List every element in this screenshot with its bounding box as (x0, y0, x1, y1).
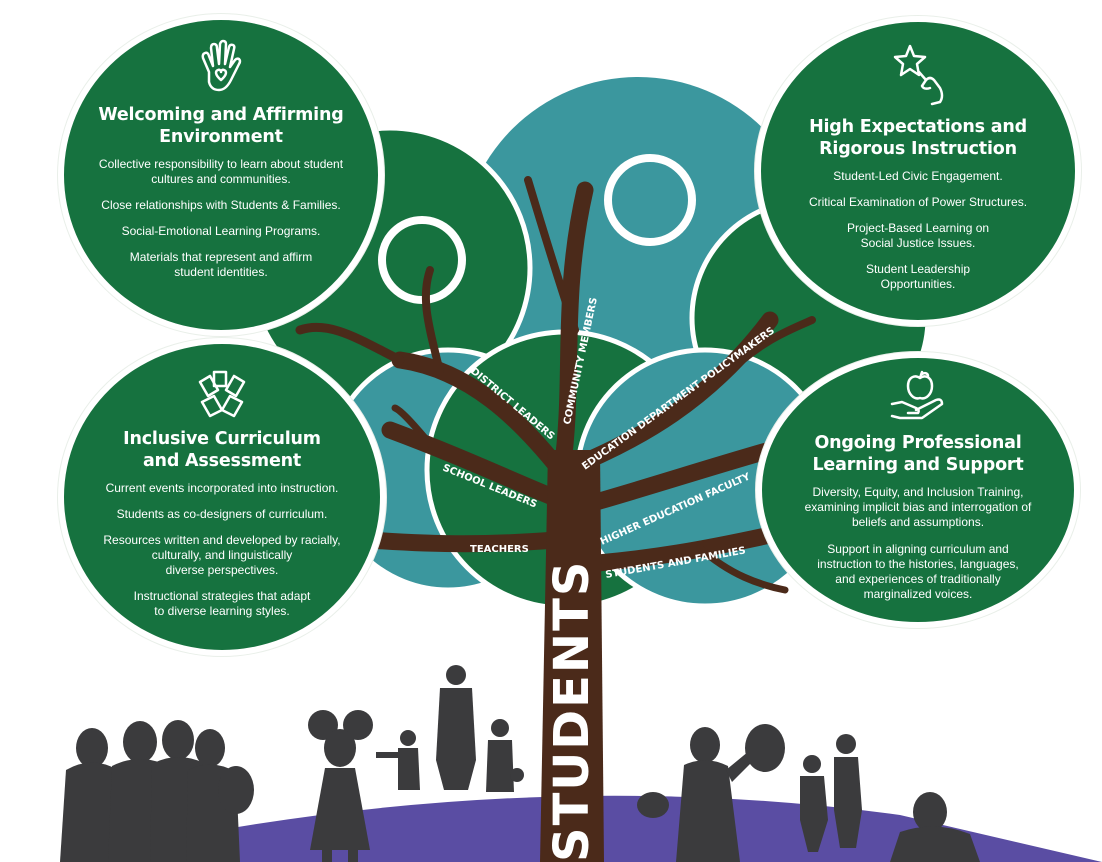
branch-policymakers-twig (716, 316, 816, 384)
branch-community-members (553, 181, 594, 479)
welcoming-environment-list: Collective responsibility to learn about… (86, 157, 356, 280)
welcoming-item: Social-Emotional Learning Programs. (121, 224, 321, 238)
inclusive-item: Resources written and developed by racia… (103, 533, 341, 577)
inclusive-item: Current events incorporated into instruc… (105, 481, 339, 495)
branch-school-twig (391, 404, 434, 448)
ongoing-item: Diversity, Equity, and Inclusion Trainin… (804, 485, 1032, 529)
ongoing-title-line1: Ongoing Professional (814, 433, 1022, 453)
welcoming-item: Collective responsibility to learn about… (98, 157, 344, 186)
teen-group-silhouette (60, 720, 254, 862)
high-expectations-item: Critical Examination of Power Structures… (808, 195, 1028, 209)
branch-lower-right-twig (696, 544, 789, 594)
inclusive-curriculum-list: Current events incorporated into instruc… (86, 481, 358, 619)
tree-branches (295, 176, 816, 604)
high-expectations-item: Student Leadership Opportunities. (865, 262, 971, 291)
star-hand-icon (893, 44, 944, 106)
branch-upper-left-twig (421, 266, 444, 376)
high-title-line1: High Expectations and (809, 117, 1027, 137)
inclusive-item: Instructional strategies that adapt to d… (133, 589, 311, 618)
canopy-ring-top (604, 154, 696, 246)
high-title-line2: Rigorous Instruction (819, 139, 1017, 159)
family-silhouette (376, 665, 524, 792)
ongoing-learning-list: Diversity, Equity, and Inclusion Trainin… (778, 485, 1058, 602)
welcoming-item: Close relationships with Students & Fami… (101, 198, 341, 212)
inclusive-curriculum-panel: Inclusive Curriculum and Assessment Curr… (58, 338, 386, 656)
apple-hand-icon (890, 370, 944, 420)
welcoming-title-line1: Welcoming and Affirming (98, 105, 344, 125)
branch-community-twig (524, 176, 579, 334)
trunk-label: STUDENTS (544, 560, 600, 862)
welcoming-environment-panel: Welcoming and Affirming Environment Coll… (58, 14, 384, 336)
branch-label-teachers: TEACHERS (470, 544, 529, 555)
high-expectations-panel: High Expectations and Rigorous Instructi… (755, 16, 1081, 326)
ongoing-item: Support in aligning curriculum and instr… (817, 542, 1019, 601)
welcoming-item: Materials that represent and affirm stud… (129, 250, 313, 279)
walking-girls-silhouette (800, 734, 862, 852)
graduate-silhouette (637, 724, 785, 862)
high-expectations-list: Student-Led Civic Engagement. Critical E… (783, 169, 1053, 292)
girl-silhouette (308, 710, 373, 862)
welcoming-environment-title: Welcoming and Affirming Environment (86, 104, 356, 148)
joined-hands-icon (198, 370, 246, 418)
high-expectations-item: Project-Based Learning on Social Justice… (846, 221, 990, 250)
branch-upper-left (295, 322, 405, 365)
inclusive-curriculum-title: Inclusive Curriculum and Assessment (86, 428, 358, 472)
tree-trunk (540, 450, 604, 862)
hand-heart-icon (201, 39, 242, 92)
ongoing-learning-panel: Ongoing Professional Learning and Suppor… (756, 352, 1080, 628)
branch-teachers (361, 531, 565, 553)
inclusive-item: Students as co-designers of curriculum. (116, 507, 328, 521)
high-expectations-title: High Expectations and Rigorous Instructi… (783, 116, 1053, 160)
high-expectations-item: Student-Led Civic Engagement. (833, 169, 1003, 183)
branch-school-leaders (381, 421, 569, 509)
seated-person-silhouette (890, 792, 980, 862)
people-silhouettes (60, 665, 980, 862)
canopy-ring-left (378, 216, 466, 304)
inclusive-title-line1: Inclusive Curriculum (123, 429, 321, 449)
ongoing-title-line2: Learning and Support (812, 455, 1024, 475)
branch-district-leaders (391, 351, 569, 479)
welcoming-title-line2: Environment (159, 127, 283, 147)
ongoing-learning-title: Ongoing Professional Learning and Suppor… (778, 432, 1058, 476)
inclusive-title-line2: and Assessment (142, 451, 302, 471)
